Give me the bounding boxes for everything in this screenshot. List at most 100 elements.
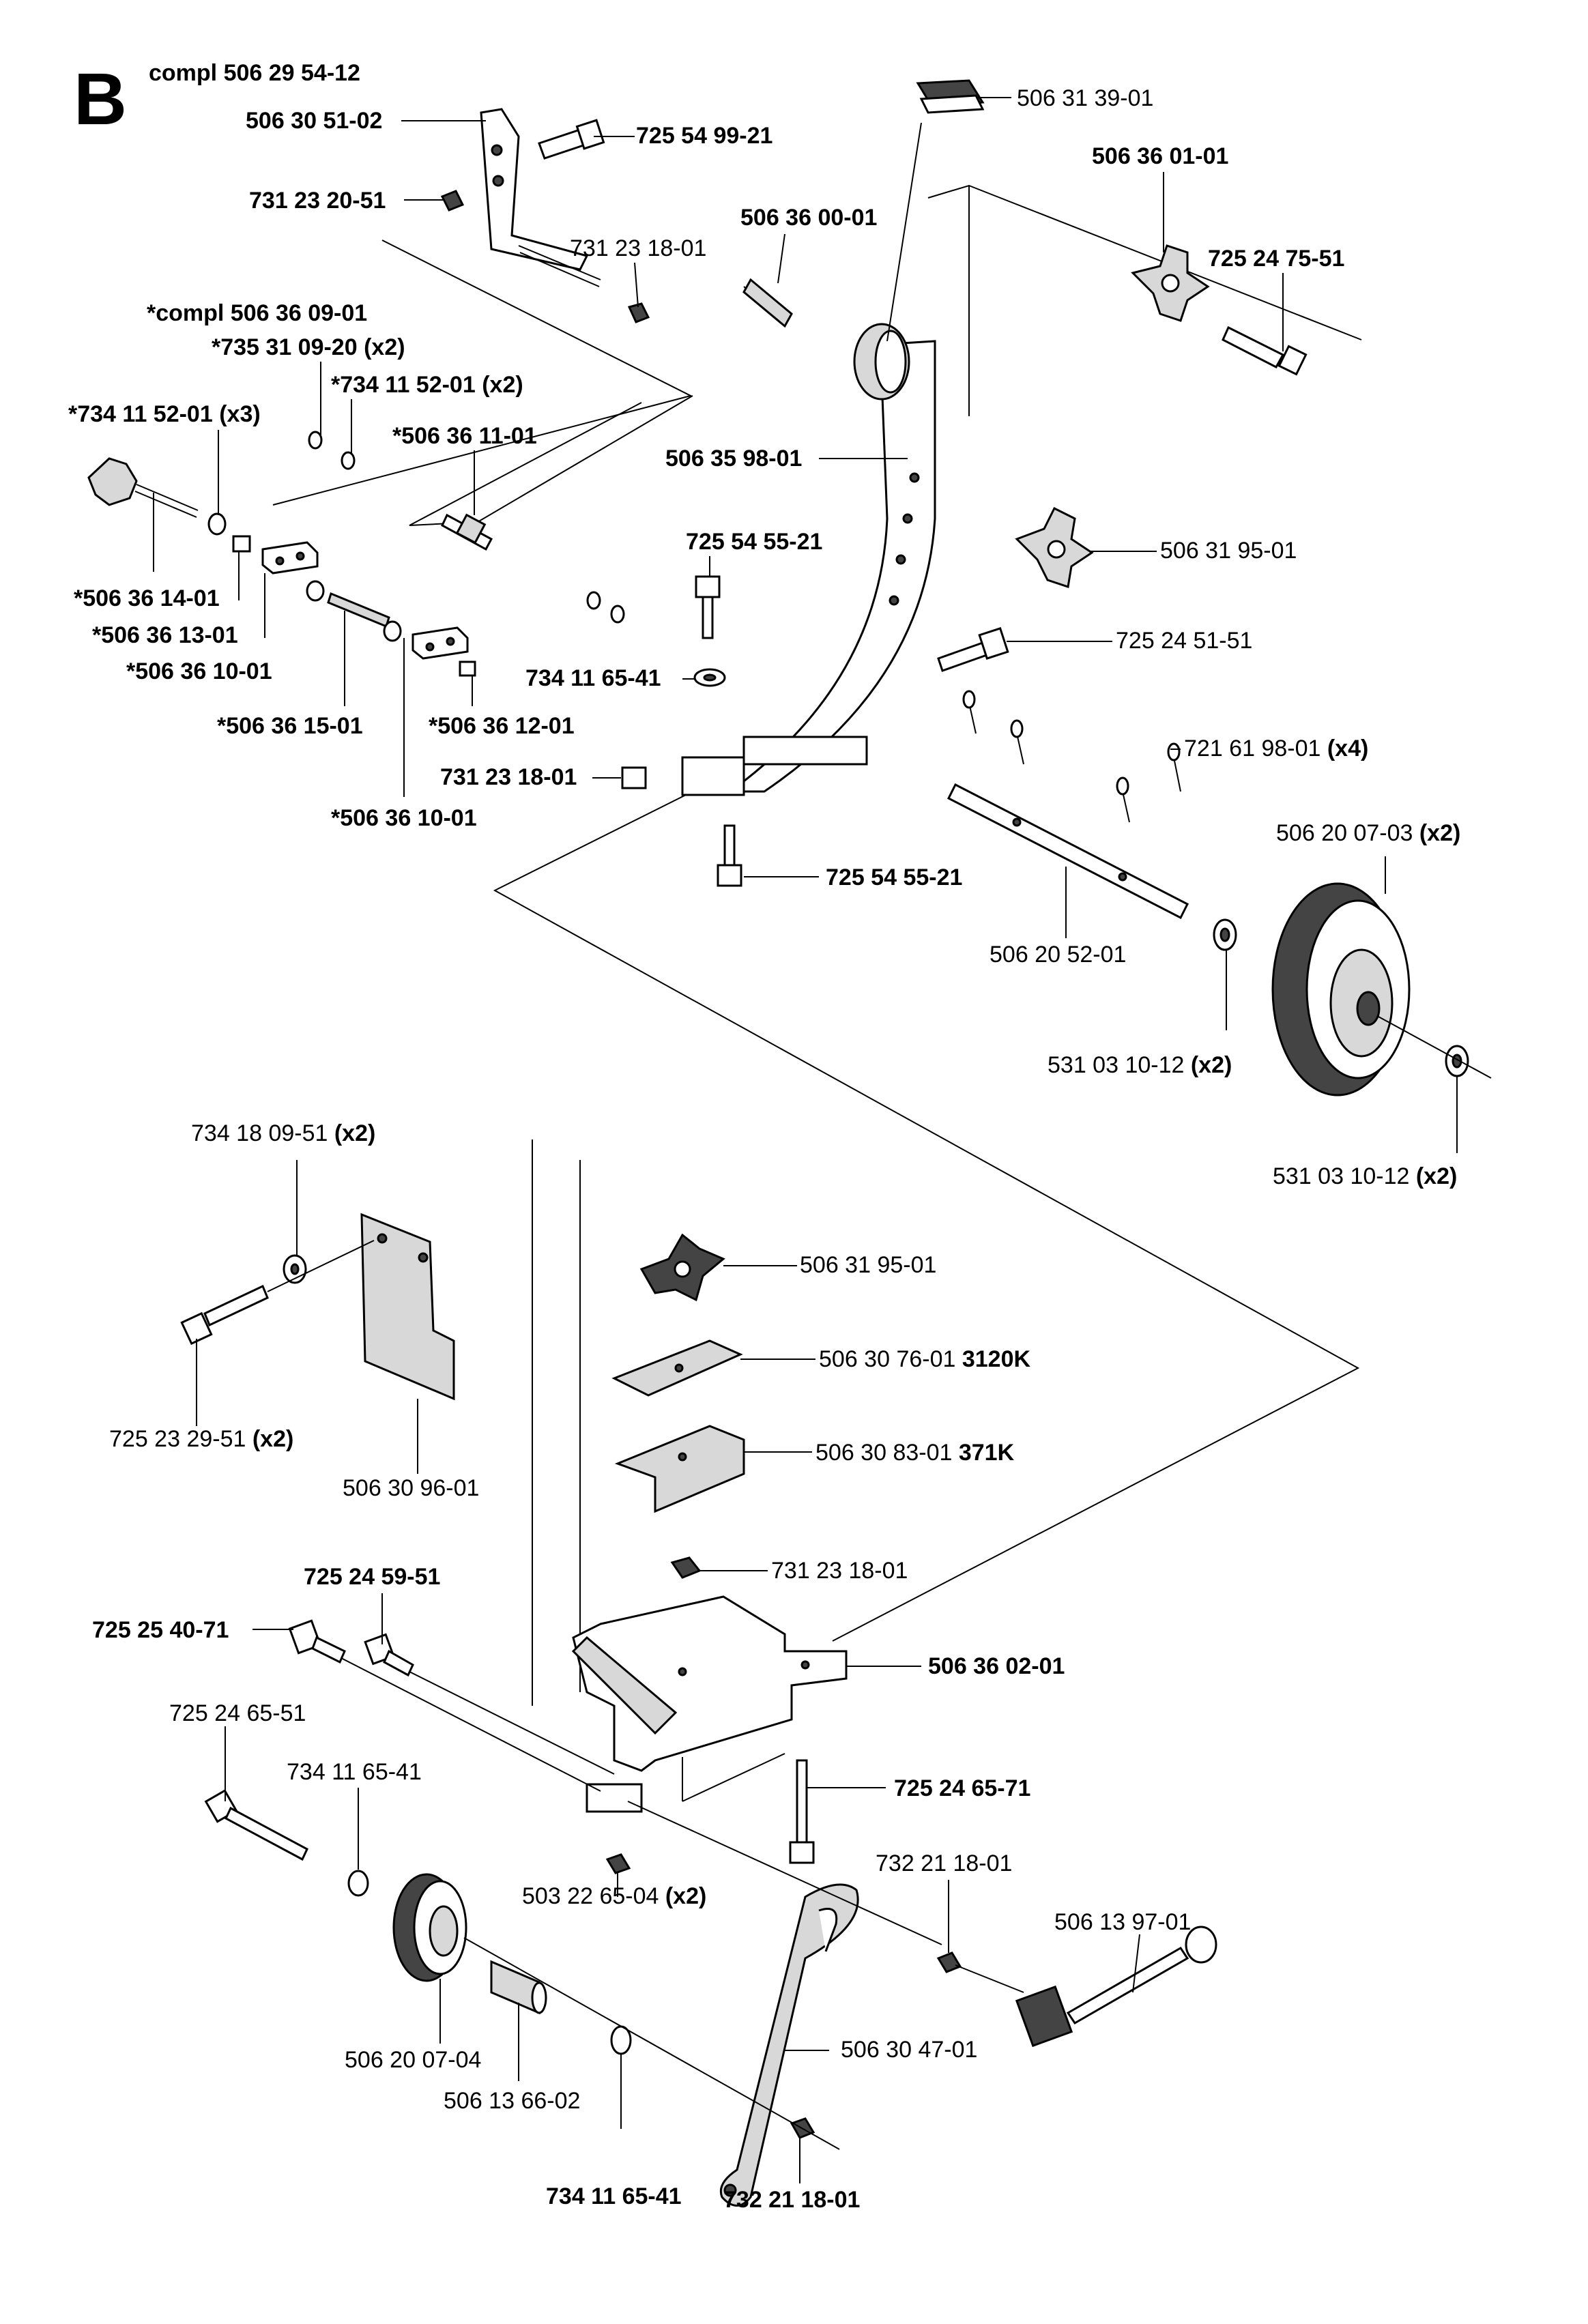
callout-label: 734 11 65-41 xyxy=(525,665,661,691)
washer-icon xyxy=(207,512,227,536)
part-number: *506 36 15-01 xyxy=(217,713,363,739)
callout-label: 734 11 65-41 xyxy=(546,2183,682,2209)
callout-label: 506 36 02-01 xyxy=(928,1653,1065,1679)
part-number: 506 30 83-01 xyxy=(815,1440,952,1466)
callout-label: *506 36 14-01 xyxy=(74,585,220,611)
assembly-number: compl 506 29 54-12 xyxy=(149,60,360,86)
arm-icon xyxy=(719,1883,859,2207)
part-number: 725 24 51-51 xyxy=(1116,628,1252,654)
callout-label: 725 23 29-51 (x2) xyxy=(109,1426,293,1452)
part-number: 506 30 47-01 xyxy=(841,2037,977,2063)
part-number: 506 13 66-02 xyxy=(444,2088,580,2114)
bolt-icon xyxy=(204,1789,308,1861)
part-number: 506 36 01-01 xyxy=(1092,143,1228,169)
callout-label: 732 21 18-01 xyxy=(876,1850,1012,1876)
spring-icon xyxy=(327,592,390,628)
callout-label: *734 11 52-01 (x2) xyxy=(331,372,523,398)
gear-icon xyxy=(853,323,910,401)
nut-icon xyxy=(440,190,465,212)
subassembly-outline xyxy=(409,395,693,526)
threaded-rod-icon xyxy=(134,484,199,518)
callout-label: 506 36 01-01 xyxy=(1092,143,1228,169)
part-number: 734 11 65-41 xyxy=(287,1759,422,1785)
washer-icon xyxy=(693,668,726,687)
plate-icon xyxy=(611,1339,743,1397)
callout-label: 725 54 55-21 xyxy=(686,529,822,555)
part-number: *734 11 52-01 xyxy=(331,372,476,398)
callout-label: 734 18 09-51 (x2) xyxy=(191,1120,375,1146)
callout-label: 506 31 95-01 xyxy=(800,1252,936,1278)
part-number: 506 20 07-04 xyxy=(345,2047,481,2073)
nut-icon xyxy=(232,535,251,553)
part-number: 531 03 10-12 xyxy=(1273,1163,1409,1189)
callout-label: *506 36 11-01 xyxy=(392,423,537,449)
callout-label: 721 61 98-01 (x4) xyxy=(1184,736,1368,761)
part-number: *506 36 10-01 xyxy=(126,658,272,684)
section-letter: B xyxy=(74,57,127,140)
callout-label: 506 30 51-02 xyxy=(246,108,382,134)
nut-icon xyxy=(605,1853,631,1874)
callout-label: 506 30 96-01 xyxy=(343,1475,479,1501)
part-number: *506 36 14-01 xyxy=(74,585,220,611)
nut-icon xyxy=(936,1951,962,1973)
callout-label: 731 23 20-51 xyxy=(249,188,386,214)
part-number: 506 13 97-01 xyxy=(1054,1909,1191,1935)
callout-label: 734 11 65-41 xyxy=(287,1759,422,1785)
frame-tube-icon xyxy=(681,340,936,796)
spring-icon xyxy=(742,278,793,328)
callout-label: 725 24 65-71 xyxy=(894,1775,1030,1801)
knob-icon xyxy=(1131,244,1210,322)
part-number: *506 36 10-01 xyxy=(331,805,477,831)
callout-label: *735 31 09-20 (x2) xyxy=(212,334,405,360)
callout-label: 506 36 00-01 xyxy=(740,205,877,231)
part-number: 725 54 55-21 xyxy=(686,529,822,555)
washer-icon xyxy=(1445,1045,1469,1077)
part-number: 506 36 00-01 xyxy=(740,205,877,231)
knob-icon xyxy=(1015,506,1094,588)
callout-label: 506 13 66-02 xyxy=(444,2088,580,2114)
part-number: *506 36 12-01 xyxy=(429,713,575,739)
spacer-icon xyxy=(490,1960,547,2015)
part-number: *compl 506 36 09-01 xyxy=(147,300,367,326)
callout-label: 506 31 95-01 xyxy=(1160,538,1297,564)
washer-icon xyxy=(383,620,402,642)
callout-label: 506 30 76-01 3120K xyxy=(819,1346,1030,1372)
callout-label: 506 20 07-04 xyxy=(345,2047,481,2073)
callout-label: 506 30 83-01 371K xyxy=(815,1440,1015,1466)
callout-label: *506 36 12-01 xyxy=(429,713,575,739)
cap-icon xyxy=(916,79,985,114)
quantity: 371K xyxy=(959,1440,1015,1466)
part-number: 731 23 20-51 xyxy=(249,188,386,214)
plate-icon xyxy=(412,626,469,660)
part-number: 531 03 10-12 xyxy=(1048,1052,1184,1078)
part-number: *506 36 13-01 xyxy=(92,622,238,648)
part-number: 731 23 18-01 xyxy=(570,235,706,261)
bolt-icon xyxy=(180,1284,269,1346)
quantity: 3120K xyxy=(962,1346,1031,1372)
quantity: (x3) xyxy=(219,401,260,427)
plate-icon xyxy=(261,541,319,575)
bolt-icon xyxy=(538,119,605,160)
bolt-icon xyxy=(695,575,721,639)
part-number: 725 24 59-51 xyxy=(304,1564,440,1590)
bolt-icon xyxy=(288,1619,346,1664)
washer-icon xyxy=(347,1870,369,1897)
nut-icon xyxy=(627,302,650,323)
callout-label: 506 35 98-01 xyxy=(665,446,802,471)
quantity: (x2) xyxy=(1191,1052,1232,1078)
quantity: (x4) xyxy=(1327,736,1368,761)
assembly-guide-lines xyxy=(272,184,1362,1802)
callout-label: 506 20 07-03 (x2) xyxy=(1276,820,1460,846)
part-number: *506 36 11-01 xyxy=(392,423,537,449)
part-number: 506 31 95-01 xyxy=(800,1252,936,1278)
part-number: *735 31 09-20 xyxy=(212,334,358,360)
knob-icon xyxy=(639,1233,725,1302)
leader-lines xyxy=(153,97,1458,2183)
callout-label: *506 36 15-01 xyxy=(217,713,363,739)
callout-label: *734 11 52-01 (x3) xyxy=(68,401,261,427)
callout-labels: 506 30 51-02 725 54 99-21 731 23 20-51 7… xyxy=(68,85,1460,2213)
bolt-icon xyxy=(937,627,1009,672)
callout-label: 731 23 18-01 xyxy=(440,764,577,790)
bolt-icon xyxy=(717,824,742,887)
